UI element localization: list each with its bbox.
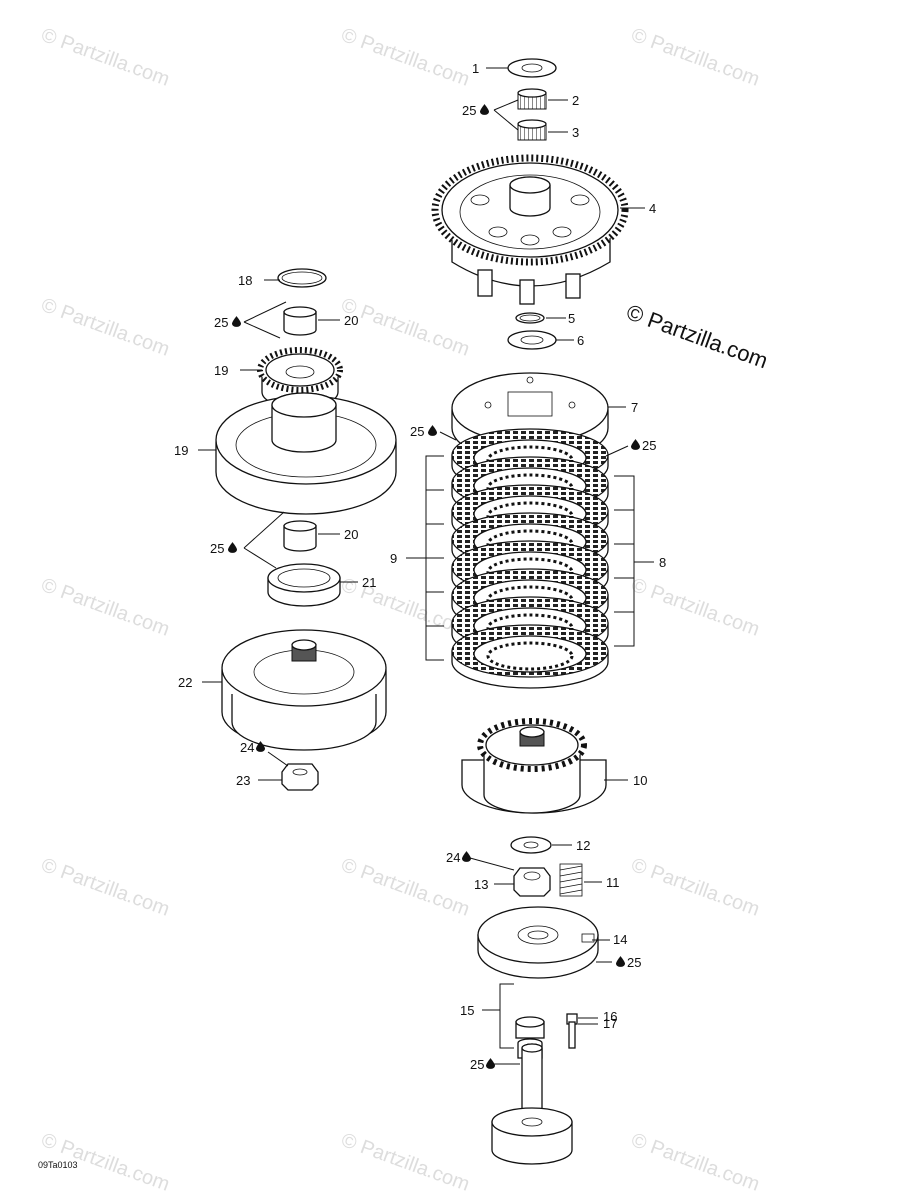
part-4-clutch-housing xyxy=(431,154,629,305)
part-14-release-plate xyxy=(477,906,599,979)
callout-24: 24 xyxy=(240,740,254,755)
watermark: © Partzilla.com xyxy=(628,854,762,921)
callout-20: 20 xyxy=(344,313,358,328)
callout-3: 3 xyxy=(572,125,579,140)
part-6-washer xyxy=(507,330,557,350)
callout-24: 24 xyxy=(446,850,460,865)
part-21-one-way-clutch xyxy=(267,563,341,607)
lubricant-drop-icon xyxy=(631,439,640,450)
callout-25: 25 xyxy=(214,315,228,330)
callout-labels: 1 2 3 25 4 5 6 7 25 25 9 8 10 12 24 13 1… xyxy=(174,61,666,1072)
callout-10: 10 xyxy=(633,773,647,788)
lubricant-drop-icon xyxy=(616,956,625,967)
watermark: © Partzilla.com xyxy=(628,1129,762,1196)
part-pushrod-shaft xyxy=(491,1043,573,1165)
callout-5: 5 xyxy=(568,311,575,326)
part-11-spring xyxy=(559,863,583,897)
callout-25: 25 xyxy=(410,424,424,439)
part-16-17-screw xyxy=(566,1013,578,1049)
part-12-washer xyxy=(510,836,552,854)
callout-14: 14 xyxy=(613,932,627,947)
callout-13: 13 xyxy=(474,877,488,892)
lubricant-drop-icon xyxy=(462,851,471,862)
part-23-nut xyxy=(281,763,319,791)
callout-20: 20 xyxy=(344,527,358,542)
part-13-nut xyxy=(513,867,551,897)
leader-lines xyxy=(198,67,654,1065)
callout-22: 22 xyxy=(178,675,192,690)
watermark: © Partzilla.com xyxy=(38,854,172,921)
callout-11: 11 xyxy=(606,875,620,890)
callout-2: 2 xyxy=(572,93,579,108)
part-3-needle-bearing xyxy=(517,119,547,141)
part-1-washer xyxy=(507,58,557,78)
part-22-primary-drive xyxy=(221,629,387,751)
callout-23: 23 xyxy=(236,773,250,788)
watermark: © Partzilla.com xyxy=(38,24,172,91)
callout-16: 16 xyxy=(603,1009,617,1024)
part-18-ring xyxy=(277,268,327,288)
watermark: © Partzilla.com xyxy=(38,574,172,641)
copyright-text: © Partzilla.com xyxy=(623,299,771,373)
watermark: © Partzilla.com xyxy=(338,1129,472,1196)
part-20-bushing-lower xyxy=(283,520,317,552)
callout-25: 25 xyxy=(462,103,476,118)
callout-19: 19 xyxy=(174,443,188,458)
callout-12: 12 xyxy=(576,838,590,853)
part-10-clutch-hub xyxy=(461,718,607,814)
watermark-layer: © Partzilla.com © Partzilla.com © Partzi… xyxy=(38,24,762,1196)
callout-19: 19 xyxy=(214,363,228,378)
callout-25: 25 xyxy=(627,955,641,970)
watermark: © Partzilla.com xyxy=(628,24,762,91)
callout-8: 8 xyxy=(659,555,666,570)
watermark: © Partzilla.com xyxy=(338,24,472,91)
callout-25: 25 xyxy=(642,438,656,453)
part-19-starter-drum xyxy=(215,392,397,515)
callout-1: 1 xyxy=(472,61,479,76)
watermark: © Partzilla.com xyxy=(38,294,172,361)
part-20-bushing-upper xyxy=(283,306,317,336)
callout-25: 25 xyxy=(210,541,224,556)
watermark: © Partzilla.com xyxy=(628,574,762,641)
lubricant-drop-icon xyxy=(228,542,237,553)
callout-18: 18 xyxy=(238,273,252,288)
callout-9: 9 xyxy=(390,551,397,566)
callout-7: 7 xyxy=(631,400,638,415)
callout-15: 15 xyxy=(460,1003,474,1018)
lubricant-drop-icon xyxy=(232,316,241,327)
callout-25: 25 xyxy=(470,1057,484,1072)
lubricant-drop-icon xyxy=(480,104,489,115)
callout-6: 6 xyxy=(577,333,584,348)
diagram-code: 09Ta0103 xyxy=(38,1160,78,1170)
callout-4: 4 xyxy=(649,201,656,216)
part-5-ring xyxy=(515,312,545,324)
lubricant-drop-icon xyxy=(428,425,437,436)
part-2-needle-bearing xyxy=(517,88,547,110)
callout-17: 17 xyxy=(603,1016,617,1031)
callout-21: 21 xyxy=(362,575,376,590)
part-8-9-clutch-plate-stack xyxy=(450,428,610,690)
lubricant-drop-icon xyxy=(486,1058,495,1069)
